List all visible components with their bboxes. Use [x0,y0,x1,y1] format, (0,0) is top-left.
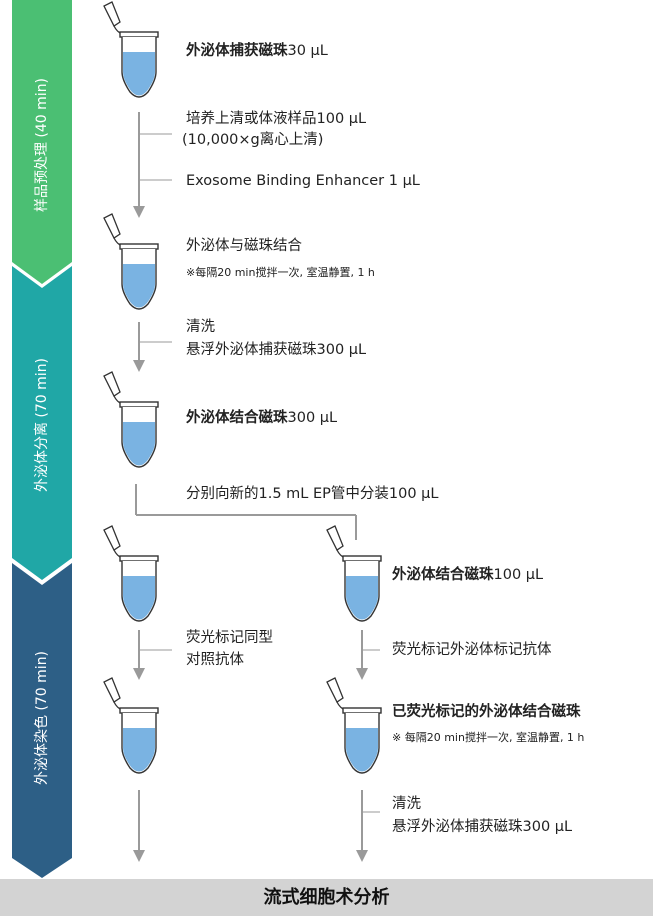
step-bind-note: ※每隔20 min搅拌一次, 室温静置, 1 h [186,266,375,279]
stage-label-staining: 外泌体染色 (70 min) [33,651,50,785]
step-wash1-detail: 悬浮外泌体捕获磁珠300 μL [186,342,367,358]
step-right-beads-strong: 外泌体结合磁珠 [392,567,494,583]
tube-icon-isotype-labeled [103,677,159,774]
step-bind: 外泌体与磁珠结合 [186,238,302,254]
step-beads-initial-volume: 30 μL [287,43,328,59]
stage-label-pretreatment: 样品预处理 (40 min) [34,78,50,212]
step-wash2-title: 清洗 [392,796,421,812]
step-add-sample-note: (10,000×g离心上清) [182,132,324,148]
tube-icon-bound-beads [103,371,159,468]
step-add-sample: 培养上清或体液样品100 μL [186,111,367,127]
arrow-bind-to-wash [133,322,172,372]
tube-icon-beads [103,1,159,98]
step-beads-initial-strong: 外泌体捕获磁珠 [186,43,288,59]
step-right-beads-volume: 100 μL [493,567,544,583]
step-antibody: 荧光标记外泌体标记抗体 [392,642,552,658]
arrow-left-isotype [133,630,172,680]
step-beads-initial: 外泌体捕获磁珠30 μL [186,41,328,61]
stage-band-separation [12,266,72,580]
stage-label-separation: 外泌体分离 (70 min) [33,358,50,492]
arrow-right-final [356,790,380,862]
step-wash2-detail: 悬浮外泌体捕获磁珠300 μL [392,819,573,835]
tube-icon-isotype [103,525,159,622]
split-connector [135,484,357,540]
step-isotype-line2: 对照抗体 [186,652,244,668]
tube-icon-binding [103,213,159,310]
stage-band-staining [12,563,72,878]
step-wash1-title: 清洗 [186,319,215,335]
arrow-left-final [133,790,145,862]
step-right-beads: 外泌体结合磁珠100 μL [392,565,543,585]
arrow-sample-to-bind [133,112,172,218]
step-bound-beads-strong: 外泌体结合磁珠 [186,410,288,426]
stage-band-pretreatment [12,0,72,284]
arrow-right-antibody [356,630,380,680]
step-add-enhancer: Exosome Binding Enhancer 1 μL [186,173,420,189]
step-bound-beads-volume: 300 μL [287,410,338,426]
footer-flow-cytometry: 流式细胞术分析 [0,879,653,916]
step-isotype-line1: 荧光标记同型 [186,630,273,646]
tube-icon-labeled-beads [326,677,382,774]
tube-icon-antibody [326,525,382,622]
step-split: 分别向新的1.5 mL EP管中分装100 μL [186,486,439,502]
step-labeled-beads: 已荧光标记的外泌体结合磁珠 [392,704,581,720]
step-bound-beads: 外泌体结合磁珠300 μL [186,408,337,428]
step-labeled-note: ※ 每隔20 min搅拌一次, 室温静置, 1 h [392,731,585,744]
